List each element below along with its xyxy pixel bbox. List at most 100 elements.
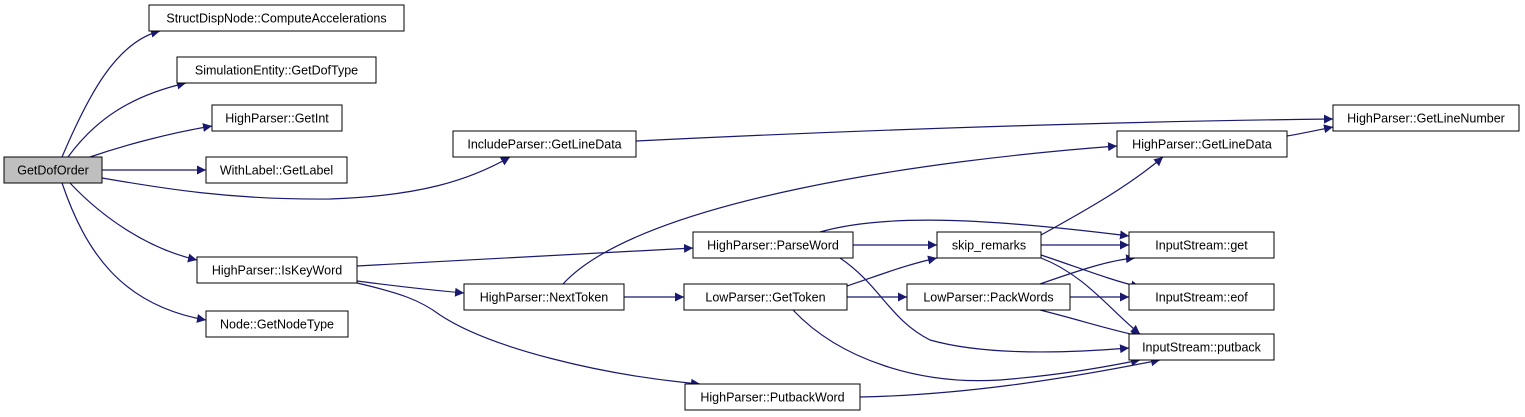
edge-skip-to-putback (1040, 257, 1141, 335)
node-box[interactable] (452, 130, 637, 158)
node-label: HighParser::PutbackWord (700, 391, 844, 405)
edge-skip-to-eof (1040, 254, 1141, 290)
node-box[interactable] (205, 310, 349, 338)
edge-line (1286, 124, 1334, 137)
node-label: LowParser::GetToken (705, 291, 825, 305)
edge-line (846, 255, 938, 287)
edge-line (356, 282, 701, 388)
edge-line (69, 182, 198, 263)
node-box[interactable] (1128, 333, 1275, 361)
edge-iskeyword-to-parseword (356, 243, 694, 267)
edge-root-to-ipgld (101, 156, 511, 200)
edge-root-to-iskeyword (69, 182, 198, 263)
node-packwords[interactable]: LowParser::PackWords (906, 283, 1071, 311)
edge-packwords-to-get (1039, 254, 1136, 285)
edge-line (1040, 156, 1164, 236)
node-label: Node::GetNodeType (220, 318, 334, 332)
node-label: StructDispNode::ComputeAccelerations (166, 12, 386, 26)
edge-iskeyword-to-putbackword (356, 282, 701, 388)
node-box[interactable] (3, 156, 103, 184)
node-box[interactable] (683, 283, 848, 311)
edge-nexttoken-to-hpgld (562, 142, 1118, 285)
node-box[interactable] (196, 256, 358, 284)
edge-root-to-getnodetype (61, 182, 207, 323)
edge-root-to-getint (89, 123, 213, 158)
edge-line (562, 142, 1118, 285)
edge-line (819, 219, 1130, 240)
edge-line (635, 114, 1334, 142)
node-parseword[interactable]: HighParser::ParseWord (692, 231, 854, 259)
edge-hpgld-to-getlinenumber (1286, 124, 1334, 137)
node-nexttoken[interactable]: HighParser::NextToken (463, 283, 625, 311)
node-label: HighParser::IsKeyWord (212, 264, 342, 278)
edge-line (1040, 257, 1141, 335)
node-label: SimulationEntity::GetDofType (195, 64, 358, 78)
edge-line (61, 28, 161, 158)
node-putback[interactable]: InputStream::putback (1128, 333, 1275, 361)
node-putbackword[interactable]: HighParser::PutbackWord (684, 383, 861, 411)
nodes-layer: GetDofOrder StructDispNode::ComputeAccele… (3, 4, 1520, 411)
node-sdn[interactable]: StructDispNode::ComputeAccelerations (148, 4, 405, 32)
node-label: skip_remarks (952, 239, 1026, 253)
node-box[interactable] (1128, 283, 1275, 311)
node-gettoken[interactable]: LowParser::GetToken (683, 283, 848, 311)
edge-line (356, 280, 465, 297)
node-box[interactable] (176, 56, 377, 84)
edge-parseword-to-putback (839, 257, 1130, 354)
node-box[interactable] (1332, 104, 1520, 132)
node-label: HighParser::GetLineNumber (1347, 112, 1505, 126)
node-box[interactable] (1128, 231, 1275, 259)
node-box[interactable] (205, 156, 348, 184)
node-box[interactable] (684, 383, 861, 411)
node-getnodetype[interactable]: Node::GetNodeType (205, 310, 349, 338)
edge-line (1039, 309, 1141, 339)
node-getlinenumber[interactable]: HighParser::GetLineNumber (1332, 104, 1520, 132)
node-label: HighParser::NextToken (480, 291, 609, 305)
node-label: HighParser::GetLineData (1132, 138, 1272, 152)
edge-iskeyword-to-nexttoken (356, 280, 465, 297)
edge-gettoken-to-putback (792, 309, 1141, 382)
node-label: WithLabel::GetLabel (220, 164, 333, 178)
edge-line (839, 257, 1130, 354)
node-get[interactable]: InputStream::get (1128, 231, 1275, 259)
edge-packwords-to-putback (1039, 309, 1141, 339)
node-se[interactable]: SimulationEntity::GetDofType (176, 56, 377, 84)
node-iskeyword[interactable]: HighParser::IsKeyWord (196, 256, 358, 284)
edge-gettoken-to-skip (846, 255, 938, 287)
node-box[interactable] (906, 283, 1071, 311)
edge-parseword-to-get (819, 219, 1130, 240)
node-label: InputStream::eof (1155, 291, 1248, 305)
node-getint[interactable]: HighParser::GetInt (211, 104, 343, 132)
node-box[interactable] (1116, 130, 1288, 158)
node-eof[interactable]: InputStream::eof (1128, 283, 1275, 311)
edge-line (1039, 254, 1136, 285)
node-label: LowParser::PackWords (923, 291, 1053, 305)
node-hpgld[interactable]: HighParser::GetLineData (1116, 130, 1288, 158)
node-box[interactable] (148, 4, 405, 32)
edge-skip-to-hpgld (1040, 156, 1164, 236)
edge-root-to-se (67, 80, 187, 158)
edge-root-to-sdn (61, 28, 161, 158)
node-label: HighParser::ParseWord (707, 239, 839, 253)
edge-ipgld-to-getlinenumber (635, 114, 1334, 142)
edge-line (67, 80, 187, 158)
edge-line (1040, 254, 1141, 290)
node-label: InputStream::putback (1142, 341, 1262, 355)
node-label: HighParser::GetInt (225, 112, 329, 126)
edge-line (101, 156, 511, 200)
edge-line (356, 243, 694, 267)
node-skip[interactable]: skip_remarks (936, 231, 1042, 259)
edge-putbackword-to-putback (859, 357, 1161, 398)
node-box[interactable] (211, 104, 343, 132)
edge-line (89, 123, 213, 158)
node-root[interactable]: GetDofOrder (3, 156, 103, 184)
edge-line (792, 309, 1141, 382)
node-label: IncludeParser::GetLineData (467, 138, 621, 152)
node-label: GetDofOrder (17, 164, 89, 178)
node-box[interactable] (463, 283, 625, 311)
node-getlabel[interactable]: WithLabel::GetLabel (205, 156, 348, 184)
node-box[interactable] (692, 231, 854, 259)
node-ipgld[interactable]: IncludeParser::GetLineData (452, 130, 637, 158)
node-box[interactable] (936, 231, 1042, 259)
